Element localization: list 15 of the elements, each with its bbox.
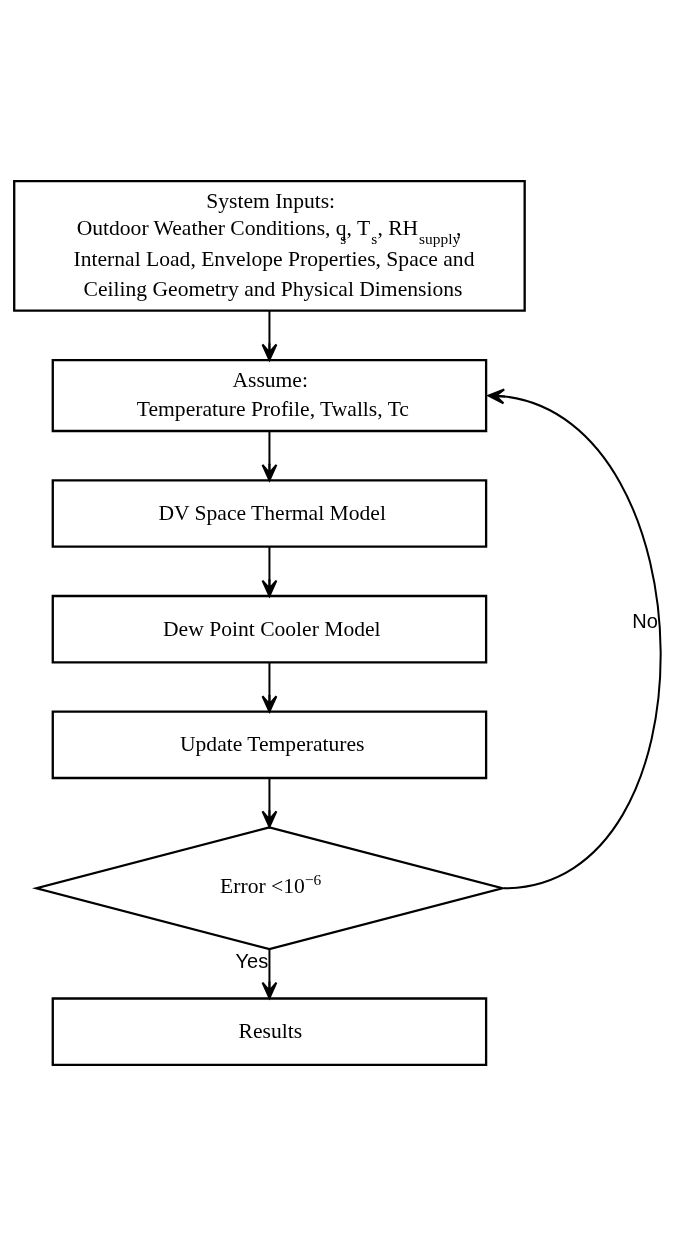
edge-label: No — [632, 609, 658, 632]
arrow — [261, 948, 278, 1000]
arrow — [261, 309, 278, 361]
node-box: Assume: Temperature Profile, Twalls, Tc — [51, 358, 488, 433]
arrow — [261, 430, 278, 482]
node-box: Update Temperatures — [51, 710, 488, 780]
node-box: DV Space Thermal Model — [51, 479, 488, 548]
arrow — [487, 388, 662, 890]
node-diamond: Error <10$^{−6}$ — [32, 826, 507, 951]
arrow — [261, 777, 278, 828]
arrow — [261, 661, 278, 713]
node-box: Dew Point Cooler Model — [51, 594, 488, 664]
node-box: Results — [51, 997, 488, 1066]
arrow — [261, 546, 278, 597]
edge-label: Yes — [235, 949, 269, 972]
